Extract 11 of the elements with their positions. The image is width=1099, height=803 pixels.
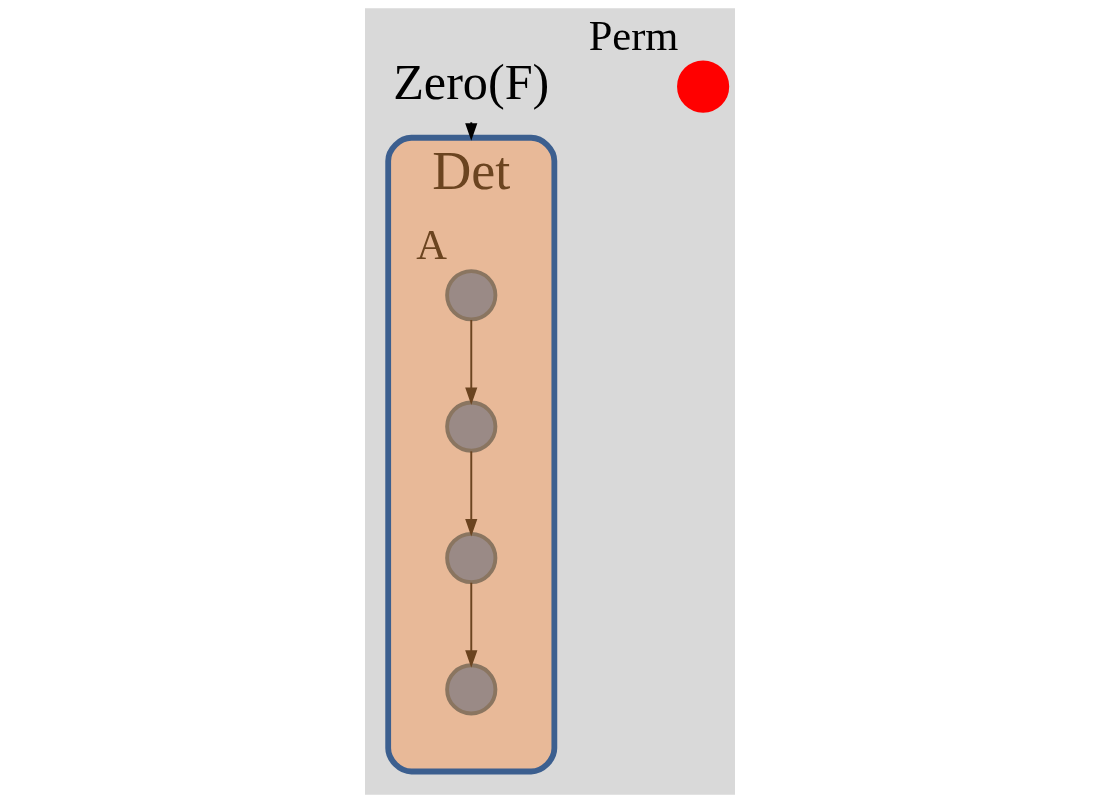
node-circle <box>444 531 497 585</box>
arrow <box>464 581 477 668</box>
arrow <box>464 319 477 405</box>
node-text: Zero(F) <box>392 53 549 110</box>
arrow <box>464 450 477 537</box>
node-circle <box>444 269 497 322</box>
node-circle <box>444 400 497 453</box>
node-label: A <box>415 220 447 268</box>
node-circle <box>676 60 729 113</box>
node-circle <box>444 663 497 716</box>
node-label: Perm <box>588 12 678 60</box>
